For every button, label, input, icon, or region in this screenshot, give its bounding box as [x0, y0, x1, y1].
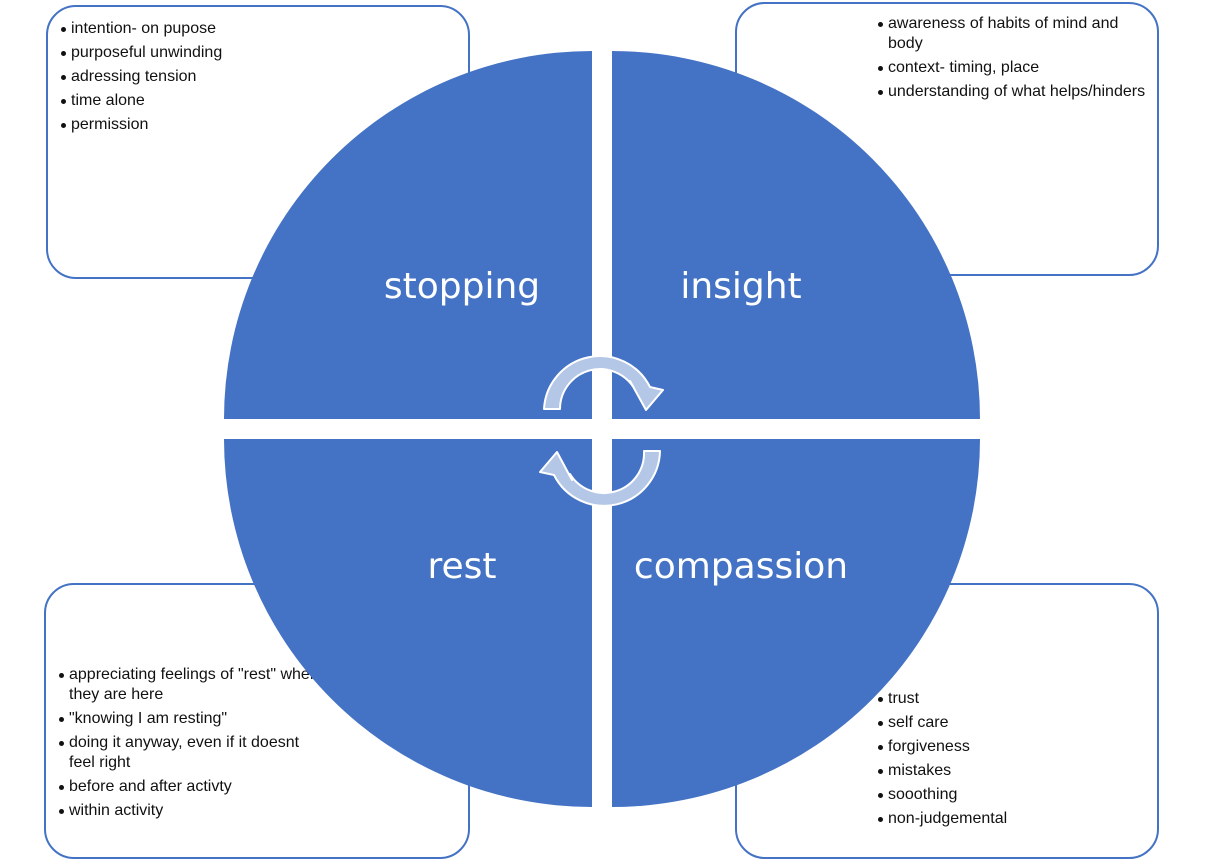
list-item: forgiveness — [877, 737, 1147, 757]
stopping-list: intention- on pupose purposeful unwindin… — [60, 19, 310, 139]
rest-list: appreciating feelings of "rest" when the… — [58, 665, 328, 825]
list-item: self care — [877, 713, 1147, 733]
insight-list: awareness of habits of mind and body con… — [877, 14, 1152, 106]
list-item: purposeful unwinding — [60, 43, 310, 63]
circular-arrows-icon — [539, 355, 664, 507]
compassion-label: compassion — [633, 546, 849, 587]
stopping-label: stopping — [383, 266, 541, 307]
stopping-quadrant — [224, 51, 592, 419]
insight-quadrant — [612, 51, 980, 419]
insight-label: insight — [680, 266, 802, 307]
list-item: trust — [877, 689, 1147, 709]
list-item: understanding of what helps/hinders — [877, 82, 1152, 102]
list-item: "knowing I am resting" — [58, 709, 328, 729]
arrow-clockwise-top — [543, 355, 664, 411]
rest-label: rest — [427, 546, 497, 587]
list-item: before and after activty — [58, 777, 328, 797]
list-item: context- timing, place — [877, 58, 1152, 78]
list-item: intention- on pupose — [60, 19, 310, 39]
arrow-clockwise-bottom — [539, 450, 661, 507]
list-item: doing it anyway, even if it doesnt feel … — [58, 733, 328, 773]
list-item: time alone — [60, 91, 310, 111]
list-item: awareness of habits of mind and body — [877, 14, 1152, 54]
list-item: adressing tension — [60, 67, 310, 87]
list-item: non-judgemental — [877, 809, 1147, 829]
list-item: permission — [60, 115, 310, 135]
list-item: appreciating feelings of "rest" when the… — [58, 665, 328, 705]
compassion-list: trust self care forgiveness mistakes soo… — [877, 689, 1147, 833]
list-item: mistakes — [877, 761, 1147, 781]
list-item: sooothing — [877, 785, 1147, 805]
rest-quadrant — [224, 439, 592, 807]
list-item: within activity — [58, 801, 328, 821]
compassion-quadrant — [612, 439, 980, 807]
